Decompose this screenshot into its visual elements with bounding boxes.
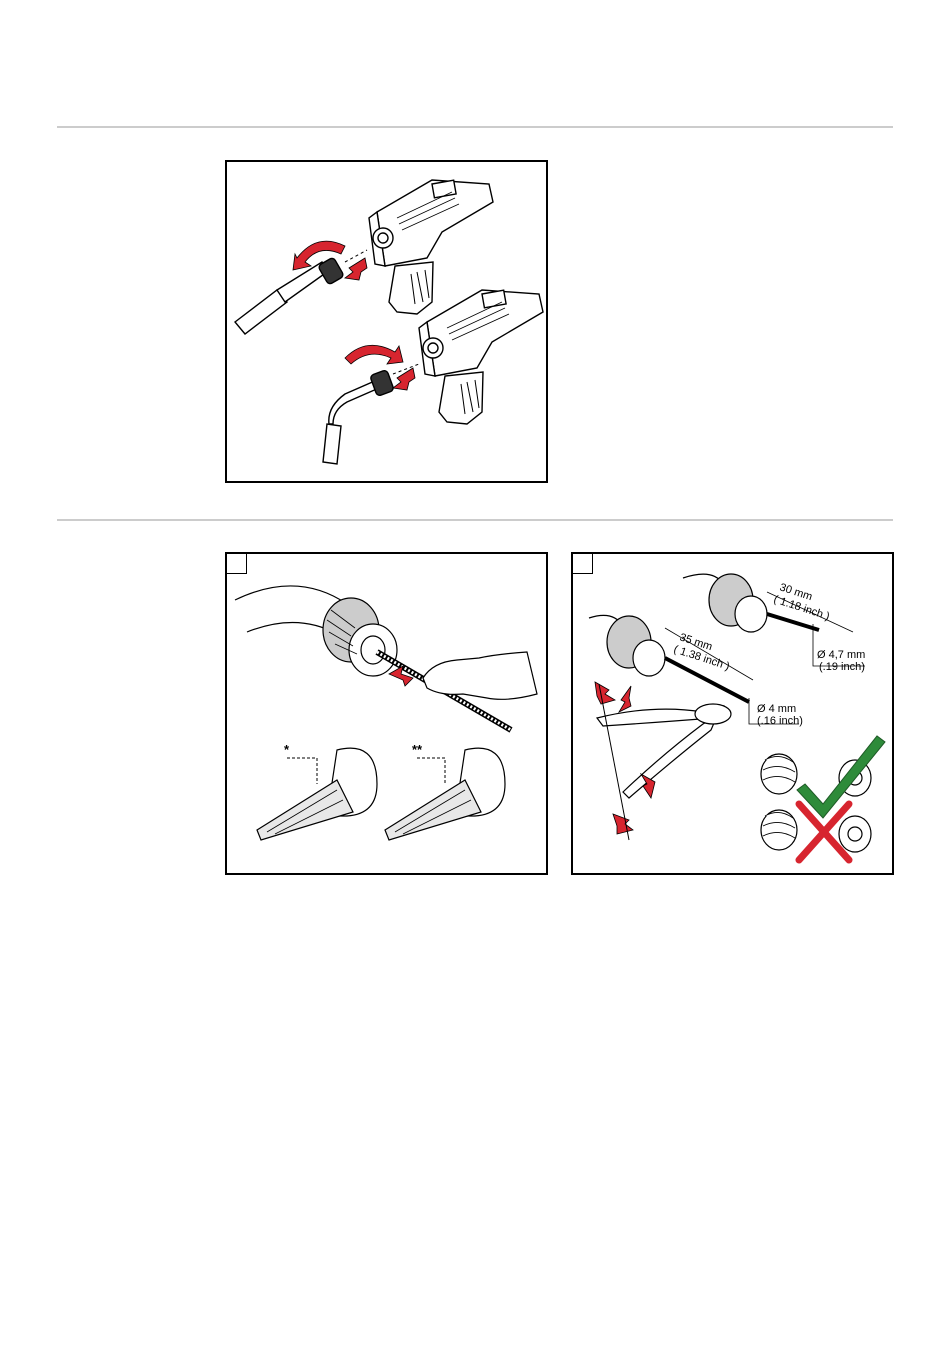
liner-insertion-illustration: * **: [227, 554, 546, 873]
dim-4-inch: (.16 inch): [757, 715, 803, 727]
dim-4-mm: Ø 4 mm: [757, 703, 796, 715]
marker-single-star: *: [284, 742, 290, 757]
leader-line: [417, 758, 445, 784]
leader-line: [287, 758, 317, 784]
marker-double-star: **: [412, 742, 423, 757]
figure-torch-neck-assembly: [225, 160, 548, 483]
connector-nut-icon: [323, 598, 397, 676]
torch-handle-icon: [419, 290, 543, 424]
middle-divider: [57, 519, 893, 521]
inlet-nozzle-icon: [257, 748, 377, 840]
hand-icon: [423, 652, 537, 699]
dim-47-mm: Ø 4,7 mm: [817, 649, 865, 661]
torch-neck-illustration: [227, 162, 546, 481]
dim-47-inch: (.19 inch): [819, 661, 865, 673]
pliers-icon: [597, 704, 731, 798]
liner-cutting-illustration: 30 mm ( 1.18 inch ) 35 mm ( 1.38 inch ) …: [573, 554, 892, 873]
figure-liner-cutting: 30 mm ( 1.18 inch ) 35 mm ( 1.38 inch ) …: [571, 552, 894, 875]
push-arrow-icon: [595, 682, 655, 834]
figure-liner-insertion: * **: [225, 552, 548, 875]
top-divider: [57, 126, 893, 128]
